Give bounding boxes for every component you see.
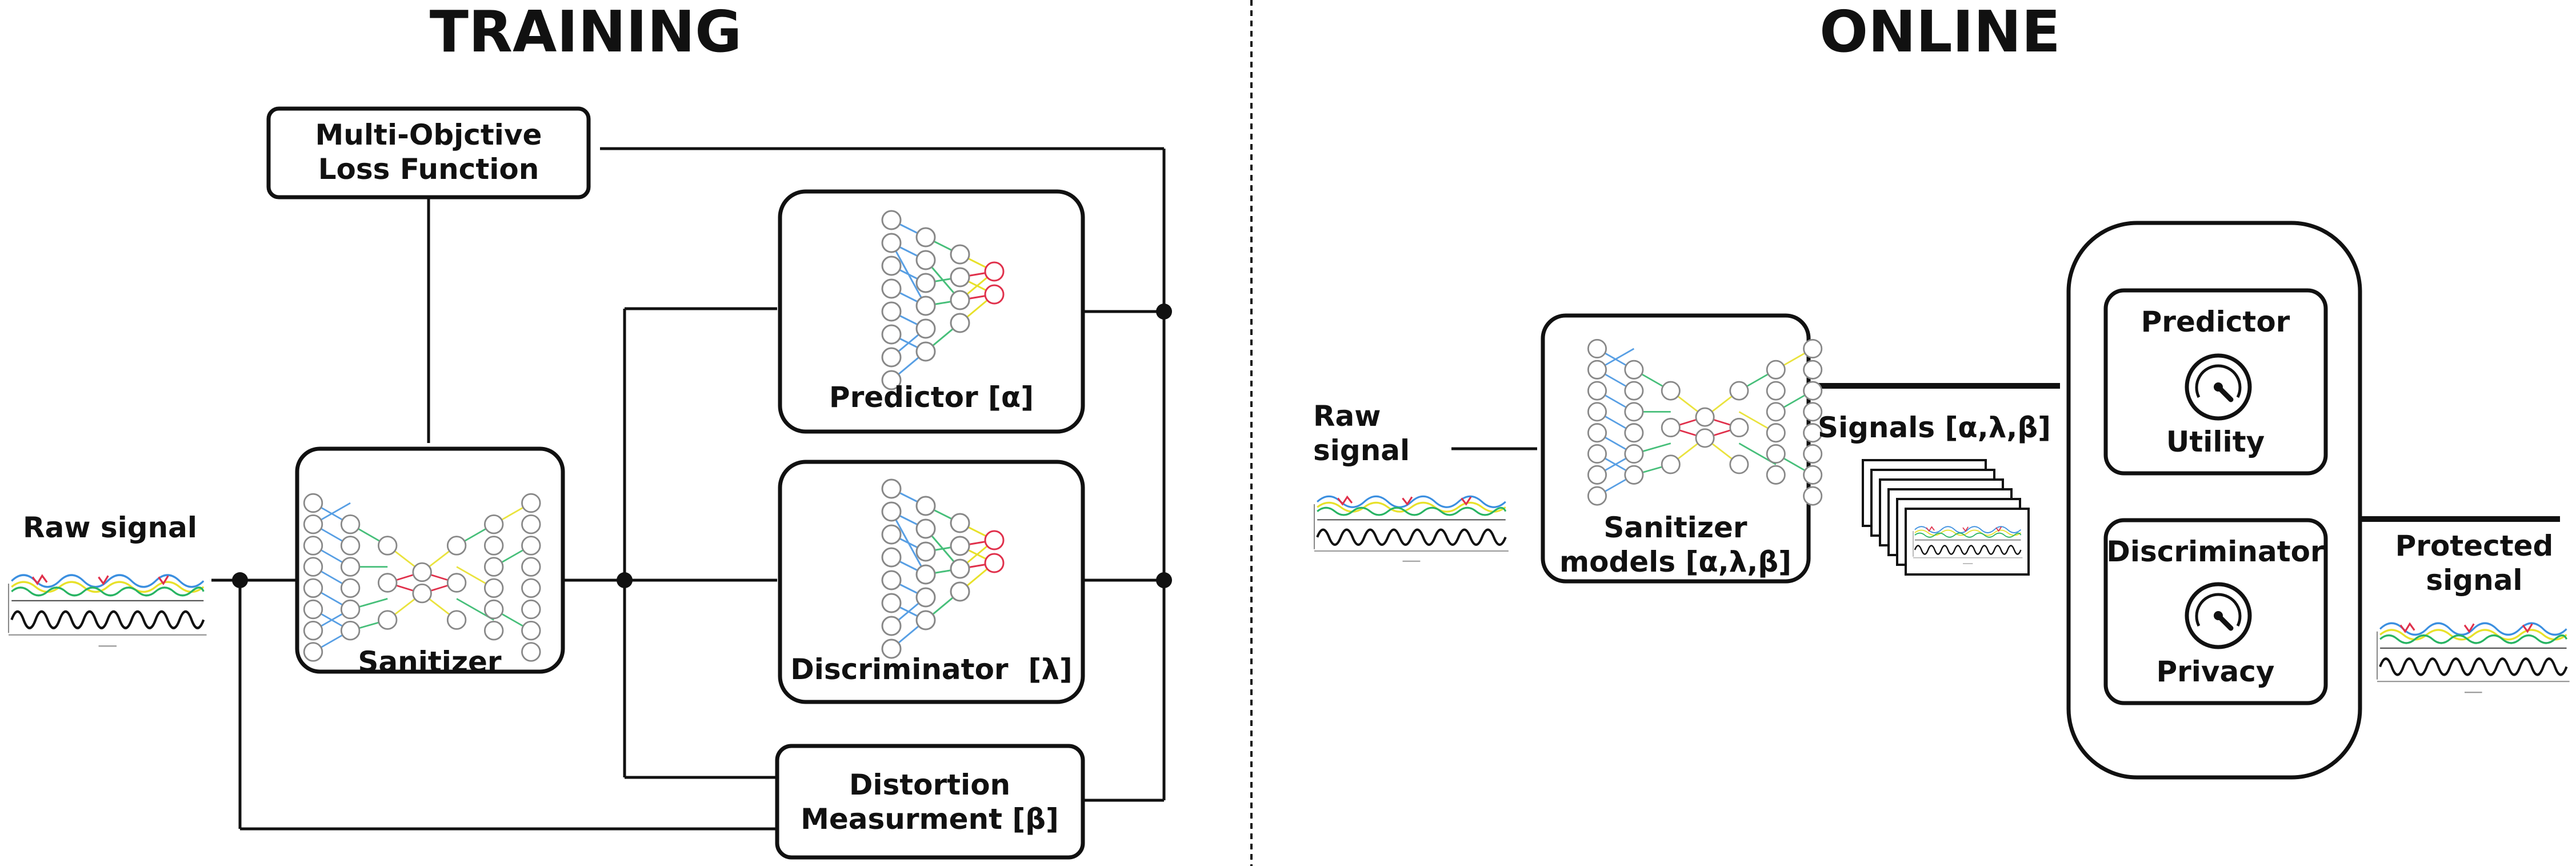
distortion-label-line2: Measurment [β]	[801, 803, 1059, 836]
loss-function-box: Multi-Objctive Loss Function	[266, 106, 591, 199]
loss-function-label-line2: Loss Function	[318, 153, 539, 186]
raw-signal-label: Raw signal	[23, 511, 197, 544]
training-title: TRAINING	[430, 0, 742, 65]
sanitizer-label: Sanitizer	[358, 645, 502, 679]
signal-plot-icon	[2377, 623, 2570, 692]
predictor-label: Predictor [α]	[829, 381, 1034, 414]
online-discriminator-label: Discriminator	[2106, 535, 2325, 568]
evaluation-panel: Predictor Utility Discriminator Privacy	[2066, 221, 2362, 780]
sanitizer-models-label-line1: Sanitizer	[1603, 511, 1747, 544]
protected-signal-label-line2: signal	[2426, 564, 2522, 597]
sanitizer-models-label-line2: models [α,λ,β]	[1559, 545, 1791, 578]
online-title: ONLINE	[1819, 0, 2061, 65]
signal-plot-icon	[1314, 496, 1509, 561]
signals-label: Signals [α,λ,β]	[1818, 411, 2051, 444]
online-raw-label-line1: Raw	[1313, 400, 1381, 433]
distortion-box: Distortion Measurment [β]	[775, 744, 1085, 860]
signal-plot-icon	[9, 575, 206, 646]
privacy-label: Privacy	[2156, 655, 2274, 688]
predictor-utility-box: Predictor Utility	[2103, 288, 2328, 476]
distortion-label-line1: Distortion	[849, 768, 1010, 801]
signals-stack-icon	[1862, 459, 2030, 576]
sanitizer-box: Sanitizer	[295, 446, 565, 679]
sanitizer-models-box: Sanitizer models [α,λ,β]	[1541, 313, 1823, 584]
online-predictor-label: Predictor	[2141, 305, 2290, 338]
discriminator-privacy-box: Discriminator Privacy	[2103, 518, 2328, 705]
protected-signal-label-line1: Protected	[2395, 529, 2554, 562]
discriminator-box: Discriminator [λ]	[778, 460, 1085, 704]
training-connections	[211, 147, 1172, 831]
utility-label: Utility	[2166, 425, 2265, 458]
online-connections	[1451, 383, 2560, 522]
predictor-box: Predictor [α]	[778, 189, 1085, 434]
gauge-icon	[2187, 584, 2250, 647]
discriminator-label: Discriminator [λ]	[790, 653, 1072, 686]
gauge-icon	[2187, 356, 2250, 418]
online-raw-label-line2: signal	[1313, 434, 1410, 467]
loss-function-label-line1: Multi-Objctive	[315, 118, 542, 151]
